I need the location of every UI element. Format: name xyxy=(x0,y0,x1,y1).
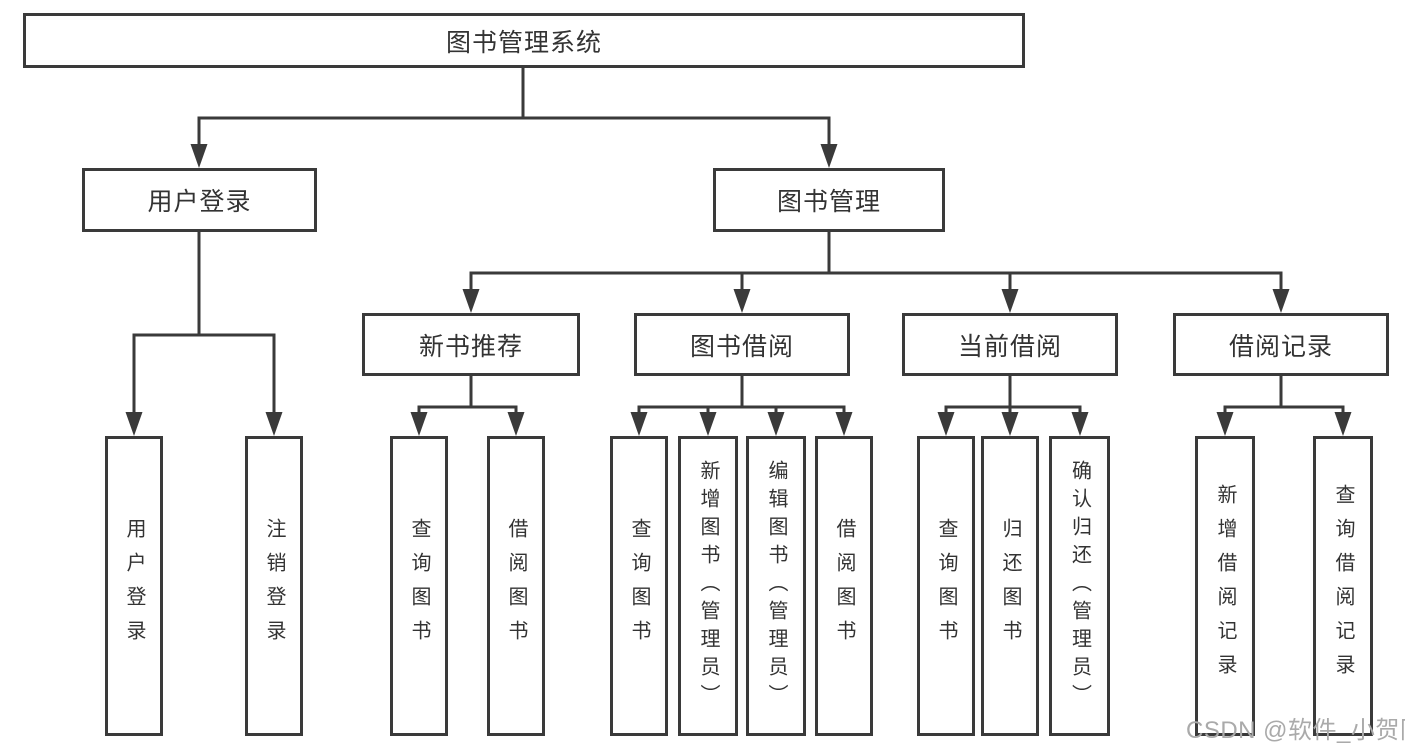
leaf-cb-return-label: 归还图书 xyxy=(999,518,1021,654)
leaf-bb-add-label: 新增图书（管理员） xyxy=(697,460,719,712)
leaf-bb-edit-label: 编辑图书（管理员） xyxy=(765,460,787,712)
leaf-br-query-label: 查询借阅记录 xyxy=(1332,484,1354,688)
node-new-book-rec-label: 新书推荐 xyxy=(418,332,523,361)
leaf-bb-add: 新增图书（管理员） xyxy=(678,436,738,736)
leaf-logout-label: 注销登录 xyxy=(263,518,285,654)
node-book-borrow-label: 图书借阅 xyxy=(689,332,794,361)
leaf-nbr-query-label: 查询图书 xyxy=(408,518,430,654)
leaf-cb-return: 归还图书 xyxy=(981,436,1039,736)
leaf-nbr-borrow: 借阅图书 xyxy=(487,436,545,736)
node-book-mgmt-label: 图书管理 xyxy=(776,188,881,216)
leaf-nbr-borrow-label: 借阅图书 xyxy=(505,518,527,654)
node-book-mgmt: 图书管理 xyxy=(713,168,945,232)
leaf-nbr-query: 查询图书 xyxy=(390,436,448,736)
node-user-login-label: 用户登录 xyxy=(147,188,252,216)
leaf-cb-query: 查询图书 xyxy=(917,436,975,736)
leaf-br-query: 查询借阅记录 xyxy=(1313,436,1373,736)
leaf-bb-query: 查询图书 xyxy=(610,436,668,736)
leaf-bb-borrow: 借阅图书 xyxy=(815,436,873,736)
node-root: 图书管理系统 xyxy=(23,13,1025,68)
node-root-label: 图书管理系统 xyxy=(445,28,602,57)
leaf-cb-confirm-label: 确认归还（管理员） xyxy=(1068,460,1091,712)
leaf-br-add-label: 新增借阅记录 xyxy=(1214,484,1236,688)
leaf-logout: 注销登录 xyxy=(245,436,303,736)
node-current-borrow: 当前借阅 xyxy=(902,313,1118,376)
leaf-user-login-label: 用户登录 xyxy=(123,518,145,654)
leaf-cb-confirm: 确认归还（管理员） xyxy=(1049,436,1110,736)
leaf-cb-query-label: 查询图书 xyxy=(935,518,957,654)
node-borrow-records: 借阅记录 xyxy=(1173,313,1389,376)
node-new-book-rec: 新书推荐 xyxy=(362,313,580,376)
node-borrow-records-label: 借阅记录 xyxy=(1228,332,1333,361)
leaf-bb-query-label: 查询图书 xyxy=(628,518,650,654)
csdn-watermark: CSDN @软件_小贺同学 xyxy=(1186,717,1405,744)
node-user-login: 用户登录 xyxy=(82,168,317,232)
leaf-bb-borrow-label: 借阅图书 xyxy=(833,518,855,654)
node-current-borrow-label: 当前借阅 xyxy=(957,332,1062,361)
leaf-user-login: 用户登录 xyxy=(105,436,163,736)
node-book-borrow: 图书借阅 xyxy=(634,313,850,376)
leaf-bb-edit: 编辑图书（管理员） xyxy=(746,436,806,736)
leaf-br-add: 新增借阅记录 xyxy=(1195,436,1255,736)
